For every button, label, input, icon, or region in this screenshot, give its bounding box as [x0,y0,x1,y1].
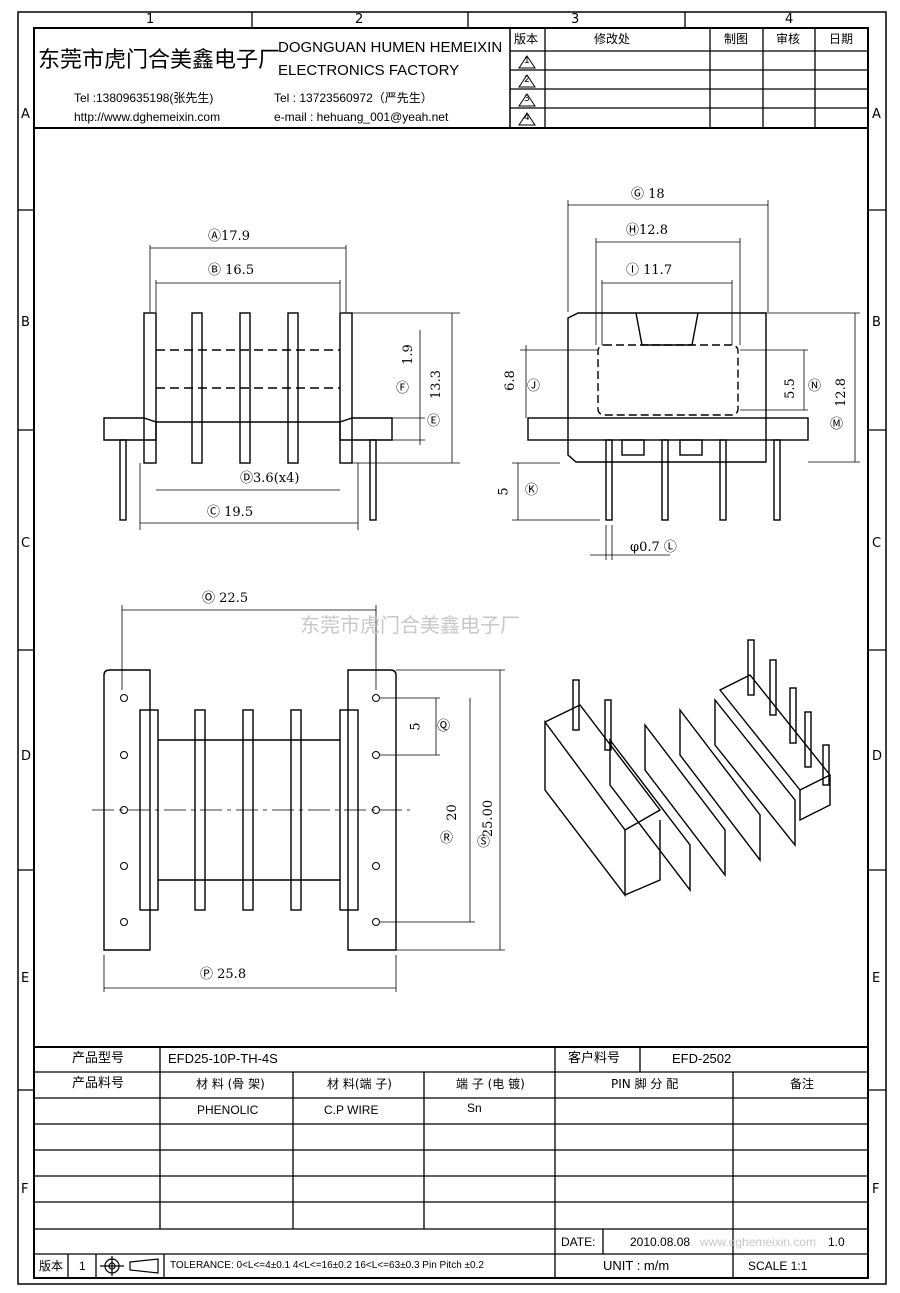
bom-plating-value: Sn [467,1101,482,1115]
bom-date-label: DATE: [561,1235,596,1249]
company-name-cn: 东莞市虎门合美鑫电子厂 [38,48,281,73]
zone-col-2: 2 [355,12,364,27]
revision-triangles [518,55,536,126]
rev-header-date: 日期 [829,32,854,46]
company-email: e-mail : hehuang_001@yeah.net [274,110,449,124]
bom-scale: SCALE 1:1 [748,1259,808,1273]
rev-row-1: 1 [524,56,530,66]
dim-k-marker: Ⓚ [525,483,539,498]
dim-r-marker: Ⓡ [440,831,454,846]
dim-k-value: 5 [496,487,512,496]
watermark-web: www.dghemeixin.com [700,1235,817,1249]
rev-header-change: 修改处 [594,32,631,46]
zone-col-4: 4 [785,12,794,27]
zone-row-c-right: C [872,536,882,551]
dim-m-value: 12.8 [833,378,849,407]
dim-q-marker: Ⓠ [437,719,451,734]
zone-row-f: F [21,1182,29,1197]
rev-header-version: 版本 [514,32,539,46]
company-name-en-1: DOGNGUAN HUMEN HEMEIXIN [278,39,503,56]
revision-table-lines [509,28,868,128]
zone-row-e: E [21,971,30,986]
rev-header-checked: 审核 [776,32,801,46]
bom-version-right: 1.0 [828,1235,845,1249]
dim-l: φ0.7 Ⓛ [630,540,677,555]
rev-row-4: 4 [524,113,530,123]
zone-row-b: B [21,315,30,330]
zone-row-b-right: B [872,315,881,330]
bom-version-value: 1 [79,1259,86,1273]
bom-unit: UNIT : m/m [603,1258,670,1273]
dim-e-marker: Ⓔ [427,414,441,429]
dim-s-marker: Ⓢ [477,835,491,850]
isometric-view [544,639,832,898]
rev-row-3: 3 [524,94,530,104]
bom-bobbin-material: PHENOLIC [197,1103,259,1117]
zone-row-d-right: D [872,749,883,764]
dim-o: Ⓞ 22.5 [202,591,249,606]
zone-row-a: A [21,107,30,122]
bom-col-bobbin: 材 料 (骨 架) [196,1077,265,1091]
bom-customer-pn-value: EFD-2502 [672,1051,732,1066]
bom-table-lines [34,1046,868,1278]
dim-j-value: 6.8 [502,370,518,391]
bom-model-value: EFD25-10P-TH-4S [168,1051,278,1066]
bom-col-pin-assign: PIN 脚 分 配 [611,1077,679,1091]
zone-col-1: 1 [146,12,155,27]
dim-s-value: 25.00 [481,799,497,838]
company-name-en-2: ELECTRONICS FACTORY [278,62,460,79]
bom-pin-material: C.P WIRE [324,1103,379,1117]
dim-e-value: 1.9 [400,344,416,365]
zone-row-e-right: E [872,971,881,986]
column-zone-ticks [18,12,886,1091]
bom-tolerance: TOLERANCE: 0<L<=4±0.1 4<L<=16±0.2 16<L<=… [170,1260,484,1271]
bom-customer-pn-label: 客户料号 [568,1051,621,1066]
outer-border [17,11,887,1285]
bom-product-pn-label: 产品料号 [72,1076,125,1091]
bom-col-note: 备注 [790,1077,815,1091]
rev-row-2: 2 [524,75,530,85]
dim-p: Ⓟ 25.8 [200,967,247,982]
bom-model-label: 产品型号 [72,1051,125,1066]
dim-b: Ⓑ 16.5 [208,263,255,278]
company-tel-2: Tel : 13723560972（严先生） [274,91,433,105]
bom-col-plating: 端 子 (电 镀) [456,1077,525,1091]
bom-date-value: 2010.08.08 [630,1235,691,1249]
company-tel-1: Tel :13809635198(张先生) [74,91,214,105]
company-website: http://www.dghemeixin.com [74,110,221,124]
zone-row-d: D [21,749,32,764]
dim-n-marker: Ⓝ [808,379,822,394]
inner-border [33,27,869,1279]
dim-a: Ⓐ17.9 [208,229,250,244]
dim-c: Ⓒ 19.5 [207,505,254,520]
dim-m-marker: Ⓜ [830,417,844,432]
dim-n-value: 5.5 [782,378,798,399]
watermark-text: 东莞市虎门合美鑫电子厂 [300,613,520,637]
end-view [512,200,860,560]
dim-h: Ⓗ12.8 [626,223,668,238]
dim-f-marker: Ⓕ [396,381,410,396]
top-view [92,605,505,992]
dim-f-value: 13.3 [428,370,444,399]
rev-header-drawn: 制图 [724,32,749,46]
dim-q-value: 5 [408,722,424,731]
bom-col-pin-material: 材 料(端 子) [327,1077,392,1091]
zone-row-f-right: F [872,1182,880,1197]
zone-col-3: 3 [571,12,580,27]
dim-r-value: 20 [444,804,460,821]
zone-row-a-right: A [872,107,881,122]
side-view [103,245,460,530]
zone-row-c: C [21,536,31,551]
bom-version-label: 版本 [39,1259,64,1273]
dim-g: Ⓖ 18 [631,187,665,202]
projection-symbol-icon [100,1256,159,1276]
dim-j-marker: Ⓙ [527,379,541,394]
dim-i: Ⓘ 11.7 [626,263,673,278]
dim-d: Ⓓ3.6(x4) [240,471,300,486]
